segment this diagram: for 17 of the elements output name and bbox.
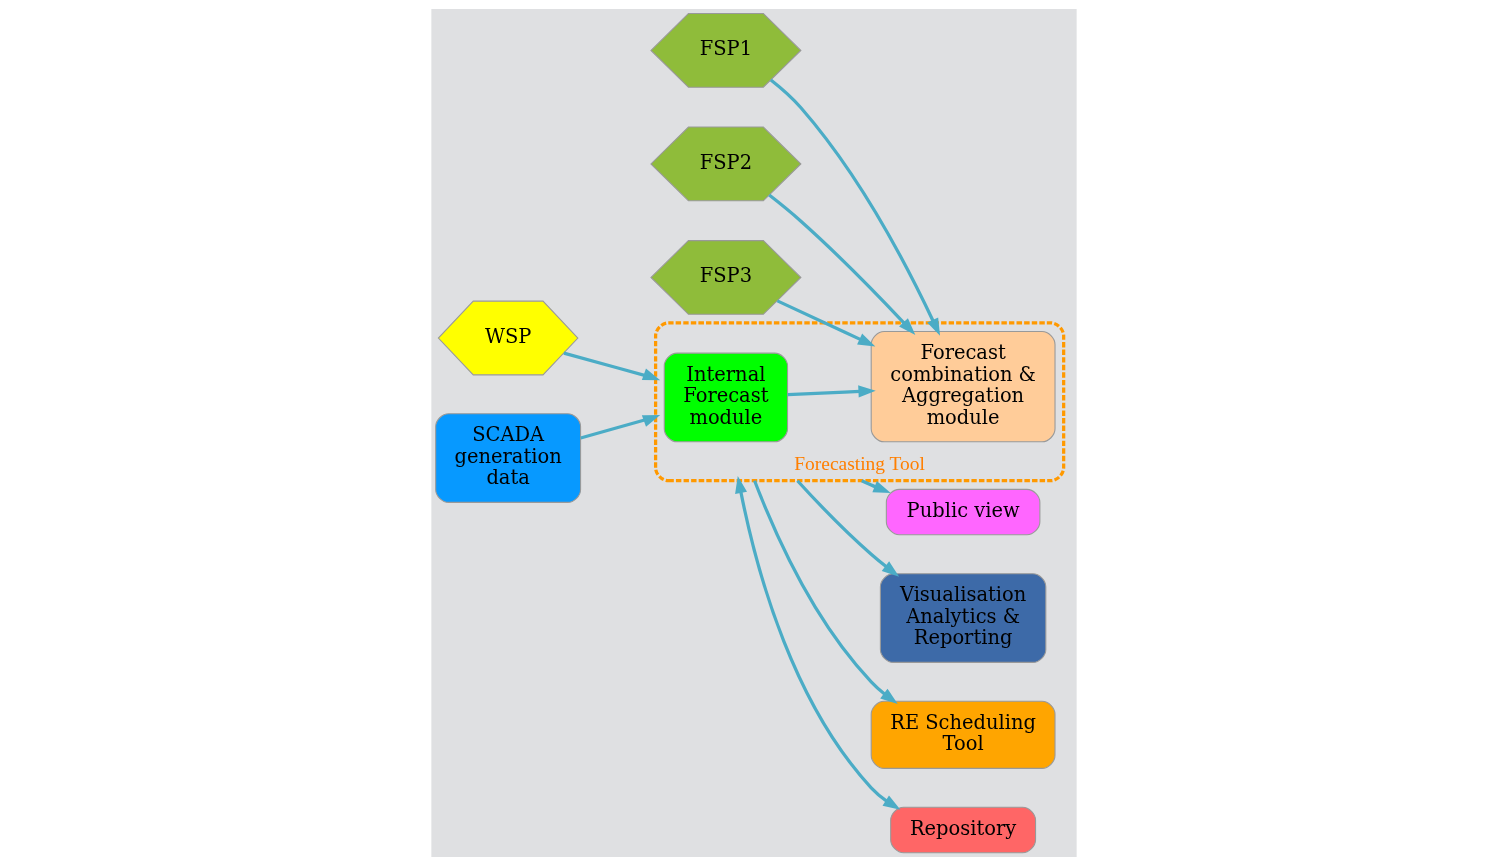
arrow: [562, 351, 660, 380]
node-box: RE Scheduling Tool: [870, 700, 1056, 769]
node-box: Forecast combination & Aggregation module: [870, 330, 1056, 442]
arrow: [579, 414, 660, 439]
arrow: [734, 475, 900, 810]
arrow: [767, 193, 915, 335]
node-box: Repository: [889, 806, 1036, 853]
arrow: [787, 384, 876, 397]
arrow: [769, 78, 940, 336]
node-box: Public view: [885, 488, 1040, 535]
arrow: [795, 479, 899, 577]
arrow: [860, 478, 891, 493]
arrow: [752, 479, 898, 704]
node-box: Internal Forecast module: [663, 352, 788, 442]
node-box: Visualisation Analytics & Reporting: [879, 572, 1046, 663]
node-box: SCADA generation data: [434, 412, 581, 503]
arrow: [776, 298, 875, 346]
